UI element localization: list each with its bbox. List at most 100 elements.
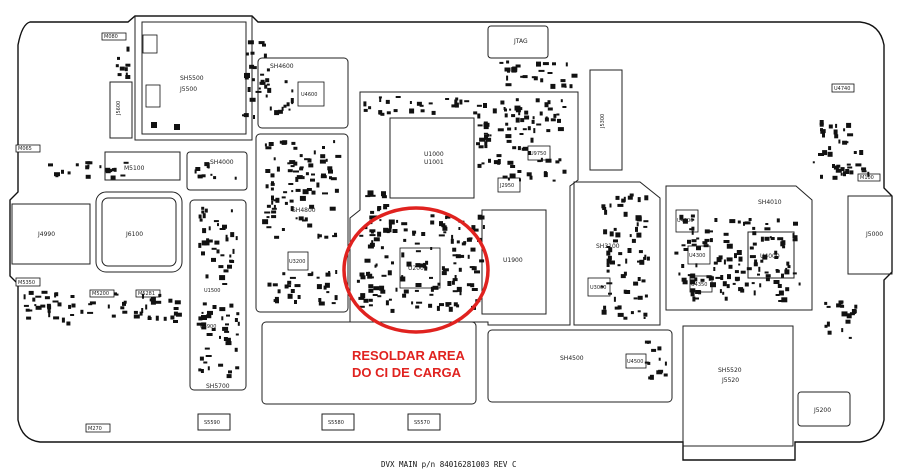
smd-part bbox=[843, 171, 846, 177]
label-sh4500: SH4500 bbox=[560, 355, 584, 362]
smd-part bbox=[606, 246, 611, 248]
smd-part bbox=[439, 303, 444, 307]
smd-part bbox=[216, 249, 220, 254]
smd-part bbox=[521, 147, 524, 151]
smd-part bbox=[643, 256, 647, 260]
smd-part bbox=[383, 206, 388, 210]
smd-part bbox=[385, 99, 390, 104]
smd-part bbox=[283, 191, 288, 194]
smd-part bbox=[834, 134, 839, 139]
smd-part bbox=[110, 175, 116, 180]
smd-part bbox=[828, 124, 833, 129]
smd-part bbox=[505, 122, 509, 126]
smd-part bbox=[48, 163, 53, 167]
smd-part bbox=[744, 221, 751, 225]
smd-part bbox=[765, 223, 769, 225]
smd-part bbox=[610, 260, 615, 265]
smd-part bbox=[369, 234, 376, 237]
smd-part bbox=[235, 333, 239, 336]
socket-j6100 bbox=[95, 191, 183, 273]
smd-part bbox=[393, 109, 398, 113]
smd-part bbox=[320, 175, 327, 179]
switch-s5580 bbox=[321, 413, 355, 431]
smd-part bbox=[692, 296, 696, 302]
smd-part bbox=[609, 203, 612, 208]
chip-u4300 bbox=[687, 245, 711, 265]
smd-part bbox=[218, 265, 224, 269]
smd-part bbox=[41, 290, 48, 294]
smd-part bbox=[281, 106, 284, 111]
smd-part bbox=[691, 239, 697, 243]
smd-part bbox=[203, 241, 210, 246]
smd-part bbox=[497, 128, 504, 132]
smd-part bbox=[214, 240, 220, 245]
smd-part bbox=[557, 127, 564, 132]
smd-part bbox=[517, 170, 522, 173]
smd-part bbox=[507, 160, 514, 165]
smd-part bbox=[641, 279, 646, 283]
smd-part bbox=[515, 117, 520, 123]
smd-part bbox=[454, 99, 458, 105]
smd-part bbox=[428, 303, 433, 308]
smd-part bbox=[781, 297, 788, 303]
smd-part bbox=[379, 219, 382, 222]
smd-part bbox=[609, 231, 614, 237]
smd-part bbox=[445, 302, 452, 306]
smd-part bbox=[70, 295, 75, 298]
smd-part bbox=[738, 263, 741, 266]
smd-part bbox=[540, 78, 544, 83]
smd-part bbox=[369, 215, 373, 220]
smd-part bbox=[451, 234, 454, 239]
smd-part bbox=[608, 247, 613, 253]
smd-part bbox=[281, 228, 285, 231]
smd-part bbox=[617, 203, 624, 207]
smd-part bbox=[202, 228, 207, 234]
smd-part bbox=[706, 275, 712, 279]
smd-part bbox=[318, 298, 322, 302]
smd-part bbox=[264, 84, 268, 89]
smd-part bbox=[108, 169, 113, 173]
smd-part bbox=[681, 244, 686, 247]
smd-part bbox=[271, 215, 277, 219]
label-u1900: U1900 bbox=[503, 257, 523, 264]
smd-part bbox=[604, 311, 607, 314]
smd-part bbox=[293, 161, 298, 166]
smd-part bbox=[222, 224, 227, 229]
smd-part bbox=[777, 237, 784, 241]
smd-part bbox=[403, 228, 408, 232]
smd-part bbox=[201, 210, 205, 214]
smd-part bbox=[392, 229, 398, 233]
smd-part bbox=[499, 61, 504, 64]
smd-part bbox=[840, 304, 845, 308]
smd-part bbox=[546, 129, 551, 133]
motor-m5281 bbox=[135, 289, 161, 298]
smd-part bbox=[522, 75, 528, 79]
switch-s5570 bbox=[407, 413, 441, 431]
smd-part bbox=[409, 101, 412, 104]
smd-part bbox=[603, 305, 607, 310]
smd-part bbox=[294, 300, 297, 304]
smd-part bbox=[615, 232, 621, 238]
smd-part bbox=[691, 290, 694, 294]
shield-sh5500 bbox=[134, 15, 253, 141]
smd-part bbox=[500, 100, 505, 105]
label-sh4800: SH4800 bbox=[292, 207, 316, 214]
smd-part bbox=[798, 282, 801, 286]
smd-part bbox=[601, 204, 606, 209]
smd-part bbox=[845, 319, 851, 324]
smd-part bbox=[53, 316, 60, 320]
smd-part bbox=[430, 220, 435, 225]
smd-part bbox=[647, 361, 651, 365]
smd-part bbox=[223, 337, 228, 341]
connector-j5200 bbox=[797, 391, 851, 427]
smd-part bbox=[68, 304, 72, 309]
smd-part bbox=[370, 231, 374, 234]
smd-part bbox=[251, 78, 255, 82]
smd-part bbox=[291, 100, 294, 105]
smd-part bbox=[824, 324, 828, 328]
smd-part bbox=[836, 303, 842, 308]
smd-part bbox=[99, 165, 102, 169]
smd-part bbox=[329, 206, 336, 211]
smd-part bbox=[313, 150, 316, 155]
smd-part bbox=[833, 165, 839, 170]
